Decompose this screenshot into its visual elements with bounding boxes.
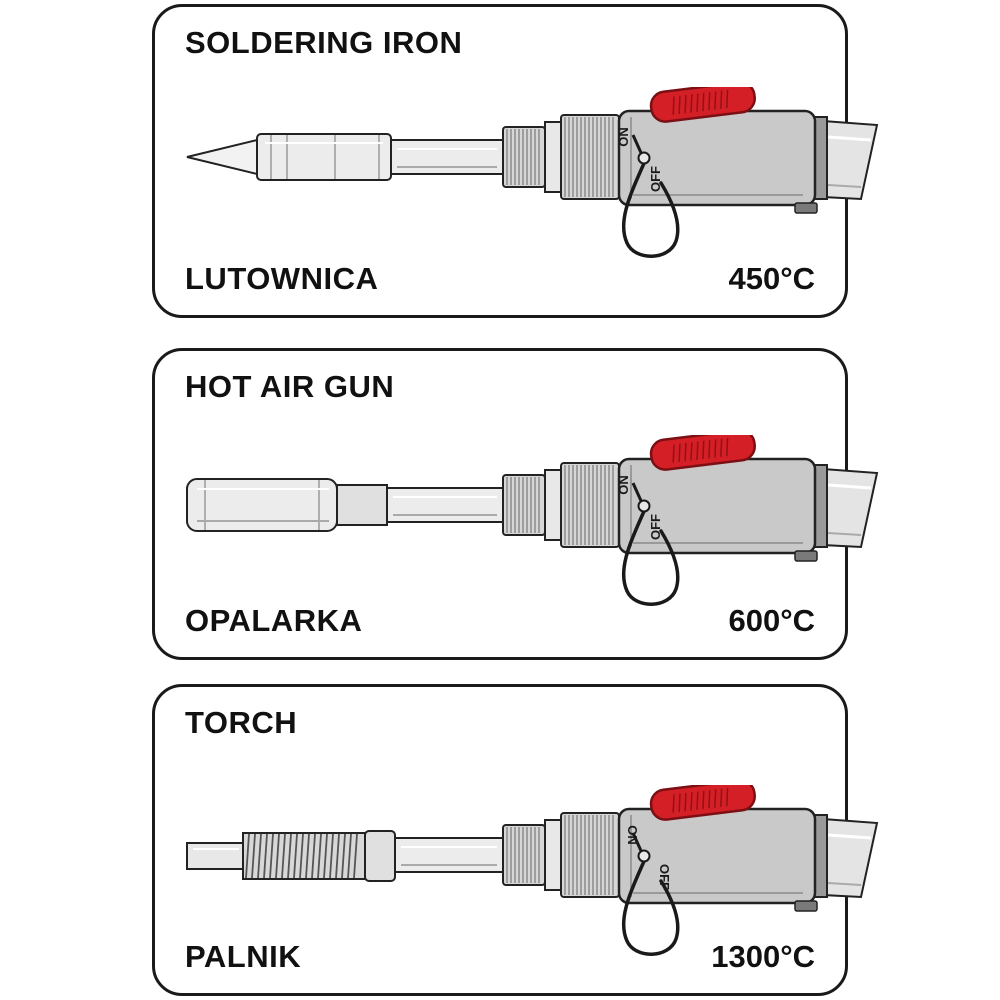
panel-hot-air-gun: HOT AIR GUN ON OFF OPALARKA 600°C — [152, 348, 879, 660]
panel-title: SOLDERING IRON — [185, 25, 463, 60]
panel-subtitle: LUTOWNICA — [185, 261, 379, 296]
torch-illustration: ON OFF — [186, 785, 879, 957]
switch-on-label: ON — [616, 475, 631, 495]
switch-off-label: OFF — [657, 864, 672, 890]
switch-on-label: ON — [625, 825, 640, 845]
panel-title: HOT AIR GUN — [185, 369, 395, 404]
hot-air-nozzle-icon — [186, 478, 504, 532]
switch-on-label: ON — [616, 127, 631, 147]
temperature-label: 1300°C — [711, 939, 815, 974]
panel-torch: TORCH ON OFF PALNIK 1300°C — [152, 684, 879, 996]
panel-soldering-iron: SOLDERING IRON ON OFF LUTOWNICA 450°C — [152, 4, 879, 318]
switch-off-label: OFF — [648, 514, 663, 540]
gas-tool-body — [501, 435, 879, 607]
hot-air-gun-illustration: ON OFF — [186, 435, 879, 607]
panel-subtitle: PALNIK — [185, 939, 302, 974]
flexible-torch-nozzle-icon — [186, 830, 504, 882]
panel-title: TORCH — [185, 705, 298, 740]
soldering-iron-illustration: ON OFF — [186, 87, 879, 259]
temperature-label: 600°C — [728, 603, 815, 638]
temperature-label: 450°C — [728, 261, 815, 296]
pointed-soldering-tip-icon — [186, 133, 504, 181]
panel-subtitle: OPALARKA — [185, 603, 363, 638]
gas-tool-body — [501, 87, 879, 259]
switch-off-label: OFF — [648, 166, 663, 192]
gas-tool-body — [501, 785, 879, 957]
